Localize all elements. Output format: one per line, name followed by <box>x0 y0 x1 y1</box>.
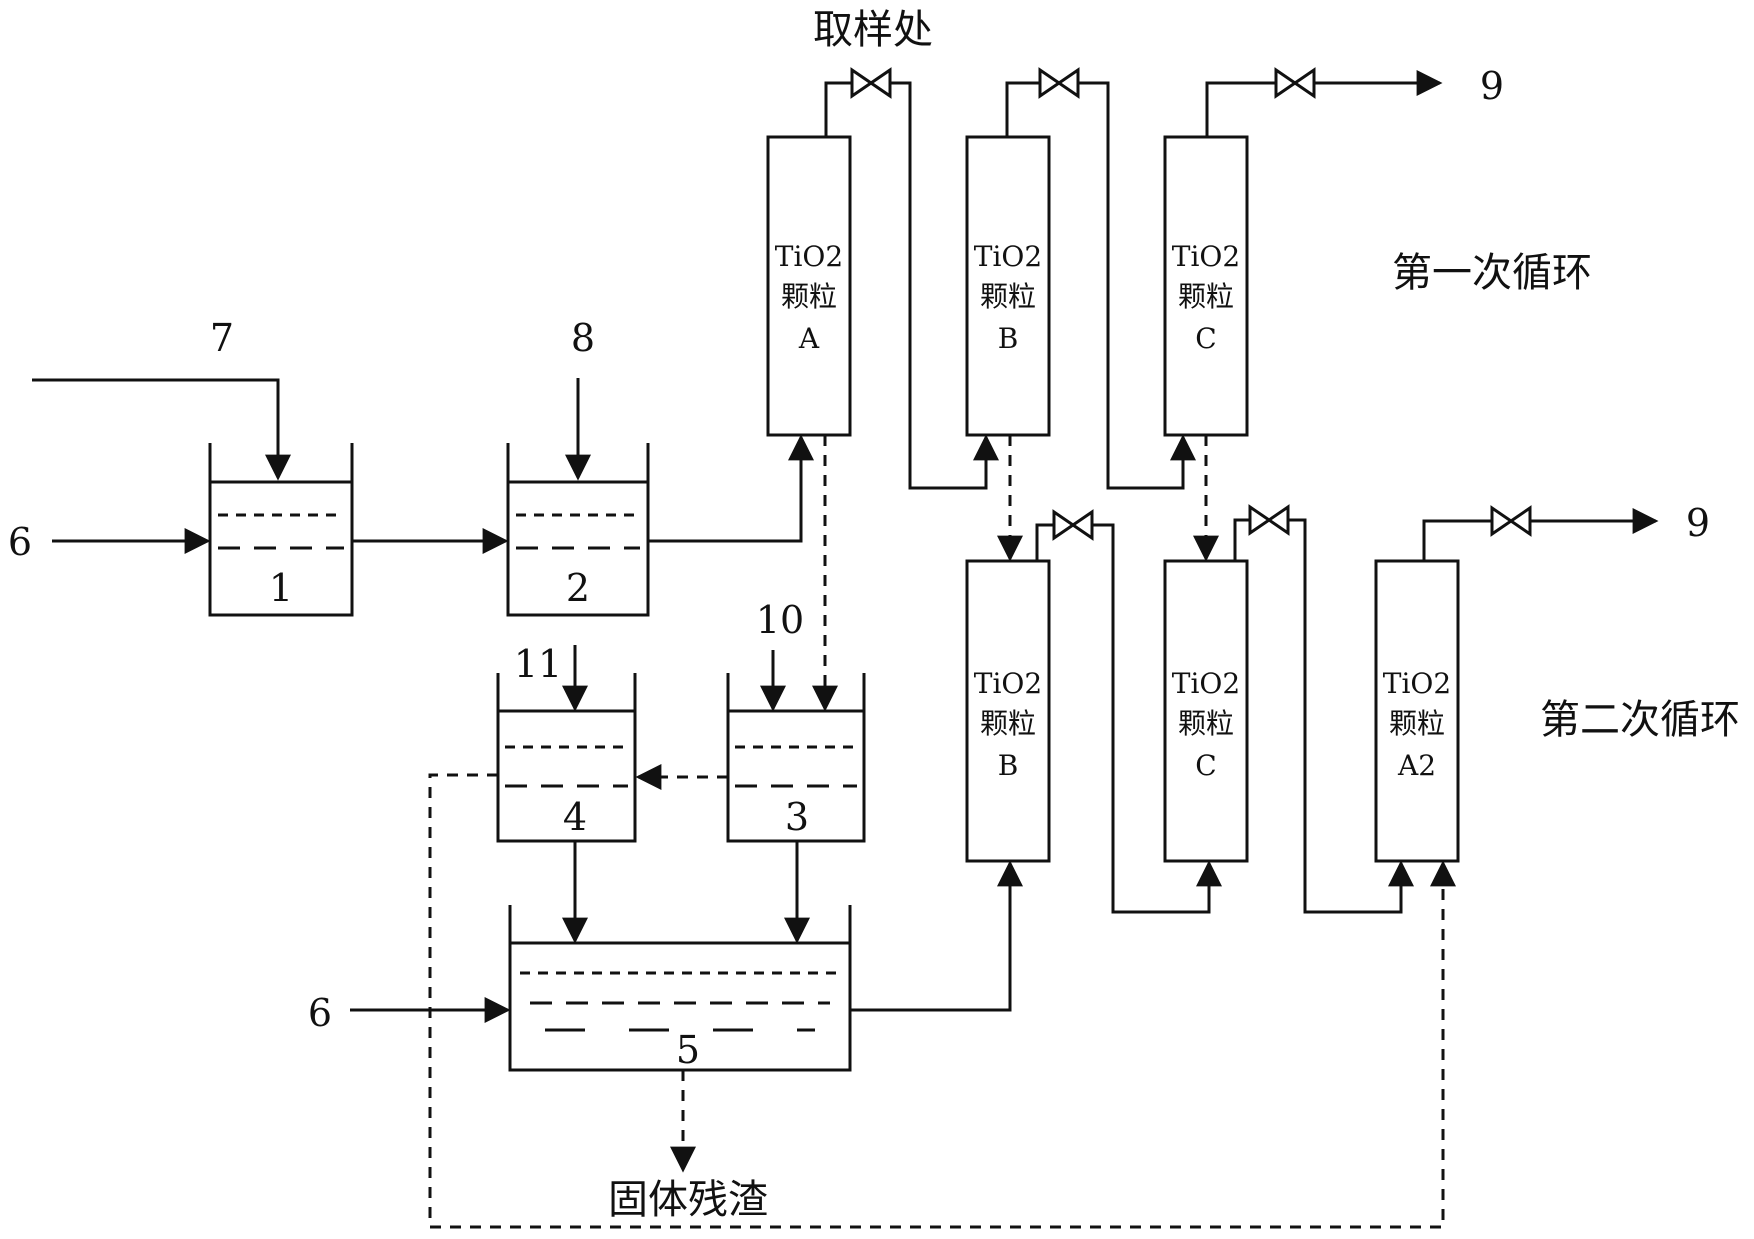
tank-5-label: 5 <box>676 1028 700 1072</box>
feed-11-label: 11 <box>514 642 562 686</box>
valve-A2-icon[interactable] <box>1490 505 1532 537</box>
column-A-line1: TiO2 <box>775 240 843 273</box>
tank-2-label: 2 <box>566 566 590 610</box>
tank-4-label: 4 <box>563 795 587 839</box>
colA2-to-out9-line <box>1422 508 1659 561</box>
sampling-point-label: 取样处 <box>813 7 933 53</box>
column-A2 <box>1374 559 1460 863</box>
feed-8-label: 8 <box>571 316 595 360</box>
colC2-to-colA2-line <box>1233 518 1414 914</box>
column-C1-line3: C <box>1195 322 1216 355</box>
column-A2-line2: 颗粒 <box>1389 707 1445 740</box>
colC1-to-out9-line <box>1205 70 1443 137</box>
tank4-to-colA2-dashed <box>428 773 1456 1229</box>
tank2-to-colA-line <box>648 434 814 543</box>
feed-6-bottom-label: 6 <box>308 991 332 1035</box>
solid-residue-label: 固体残渣 <box>608 1177 768 1223</box>
tank-3-label: 3 <box>785 795 809 839</box>
column-B1-line3: B <box>998 322 1019 355</box>
column-A-line2: 颗粒 <box>781 280 837 313</box>
colB2-to-colC2-line <box>1035 523 1222 914</box>
column-B1-line1: TiO2 <box>974 240 1042 273</box>
valve-C2-icon[interactable] <box>1248 504 1290 536</box>
column-C1-line2: 颗粒 <box>1178 280 1234 313</box>
tank-1-label: 1 <box>269 566 293 610</box>
feed-6-top-label: 6 <box>8 520 32 564</box>
column-B2-line2: 颗粒 <box>980 707 1036 740</box>
feed-10-label: 10 <box>756 598 804 642</box>
tank5-to-colB2-line <box>850 860 1023 1012</box>
column-C2-line2: 颗粒 <box>1178 707 1234 740</box>
column-C2-line3: C <box>1195 749 1216 782</box>
output-9-bottom-label: 9 <box>1686 501 1710 545</box>
column-B2-line1: TiO2 <box>974 667 1042 700</box>
colB1-to-colC1-line <box>1005 81 1196 490</box>
column-C2-line1: TiO2 <box>1172 667 1240 700</box>
valve-B1-icon[interactable] <box>1038 67 1080 99</box>
colA-to-colB1-line <box>824 81 999 490</box>
column-C1-line1: TiO2 <box>1172 240 1240 273</box>
column-A-line3: A <box>798 322 820 355</box>
output-9-top-label: 9 <box>1480 64 1504 108</box>
first-cycle-label: 第一次循环 <box>1392 250 1592 296</box>
column-A2-line3: A2 <box>1397 749 1436 782</box>
second-cycle-label: 第二次循环 <box>1540 697 1740 743</box>
column-A2-line1: TiO2 <box>1383 667 1451 700</box>
feed-7-line <box>32 378 291 481</box>
valve-C1-icon[interactable] <box>1274 67 1316 99</box>
column-B1-line2: 颗粒 <box>980 280 1036 313</box>
valve-B2-icon[interactable] <box>1052 509 1094 541</box>
column-B2-line3: B <box>998 749 1019 782</box>
feed-7-label: 7 <box>210 316 234 360</box>
valve-A-icon[interactable] <box>850 67 892 99</box>
